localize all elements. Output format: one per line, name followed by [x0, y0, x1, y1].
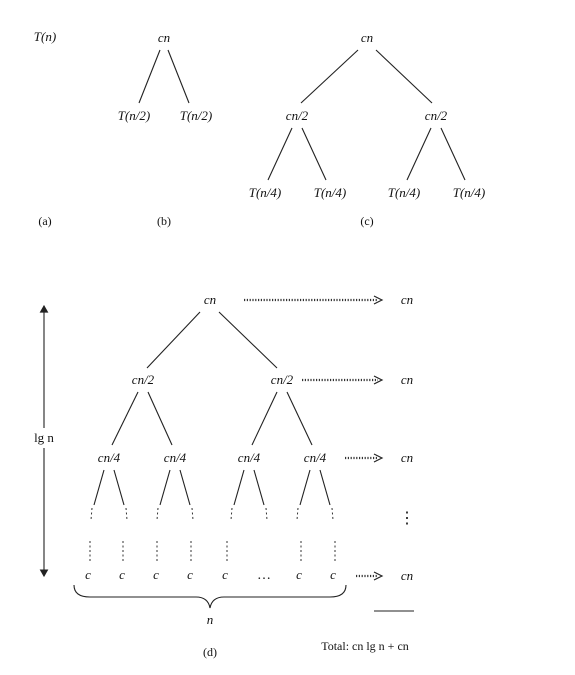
panel-d-level2: cn/4 — [304, 450, 327, 465]
continuation-dots — [191, 507, 194, 521]
continuation-dots — [265, 507, 268, 521]
panel-b-child-right: T(n/2) — [180, 108, 213, 123]
panel-d-caption: (d) — [203, 645, 217, 659]
panel-d-root: cn — [204, 292, 216, 307]
continuation-dots — [230, 507, 233, 521]
continuation-dots — [125, 507, 128, 521]
row-cost-vdots: ⋮ — [399, 510, 415, 527]
panel-c-edge — [375, 49, 433, 104]
panel-d-leaf: c — [222, 567, 228, 582]
panel-d-edge — [251, 391, 278, 446]
continuation-dots — [331, 507, 334, 521]
arrowhead-icon — [373, 295, 384, 305]
row-cost: cn — [401, 372, 413, 387]
panel-d-edge — [147, 391, 173, 446]
panel-d-leaf: c — [330, 567, 336, 582]
panel-d-leaf: c — [187, 567, 193, 582]
panel-c-leaf: T(n/4) — [314, 185, 347, 200]
panel-d-level2: cn/4 — [164, 450, 187, 465]
panel-d-leaf: c — [119, 567, 125, 582]
panel-d-leaf-ellipsis: … — [257, 568, 271, 583]
leaves-brace — [73, 584, 347, 609]
panel-c-leaf: T(n/4) — [249, 185, 282, 200]
arrowhead-icon — [373, 375, 384, 385]
panel-d-edge — [233, 469, 245, 506]
panel-d-level1-right: cn/2 — [271, 372, 294, 387]
panel-d-edge — [286, 391, 313, 446]
panel-d-leaf: c — [296, 567, 302, 582]
panel-d-level2: cn/4 — [98, 450, 121, 465]
panel-c-edge — [300, 49, 359, 104]
panel-d-edge — [159, 469, 171, 506]
panel-b-child-left: T(n/2) — [118, 108, 151, 123]
arrowhead-icon — [373, 571, 384, 581]
row-cost: cn — [401, 292, 413, 307]
panel-a-node: T(n) — [34, 29, 56, 44]
panel-d-edge — [319, 469, 331, 506]
panel-b: cn T(n/2) T(n/2) (b) — [118, 30, 213, 228]
panel-c-edge — [301, 127, 327, 181]
panel-c-caption: (c) — [360, 214, 373, 228]
panel-d-edge — [111, 391, 139, 446]
panel-c: cn cn/2 cn/2 T(n/4) T(n/4) T(n/4) T(n/4)… — [249, 30, 486, 228]
panel-d-level1-left: cn/2 — [132, 372, 155, 387]
continuation-dots — [156, 507, 159, 521]
panel-a-caption: (a) — [38, 214, 51, 228]
panel-c-level1-right: cn/2 — [425, 108, 448, 123]
panel-d-edge — [93, 469, 105, 506]
panel-d-level2: cn/4 — [238, 450, 261, 465]
panel-c-leaf: T(n/4) — [388, 185, 421, 200]
panel-d-leaf: c — [153, 567, 159, 582]
panel-a: T(n) (a) — [34, 29, 56, 228]
panel-c-level1-left: cn/2 — [286, 108, 309, 123]
panel-d: lg n cn cn/2 cn/2 cn/4 cn/4 cn/4 cn/4 — [26, 292, 415, 659]
continuation-dots — [296, 507, 299, 521]
width-label: n — [207, 612, 214, 627]
row-cost: cn — [401, 450, 413, 465]
panel-c-root: cn — [361, 30, 373, 45]
height-label: lg n — [34, 430, 54, 445]
panel-d-edge — [253, 469, 265, 506]
panel-d-leaf: c — [85, 567, 91, 582]
panel-d-edge — [299, 469, 311, 506]
panel-b-edge — [167, 49, 190, 104]
total-label: Total: cn lg n + cn — [321, 639, 409, 653]
panel-c-edge — [440, 127, 466, 181]
row-cost: cn — [401, 568, 413, 583]
panel-c-leaf: T(n/4) — [453, 185, 486, 200]
panel-d-edge — [146, 311, 201, 369]
panel-c-edge — [267, 127, 293, 181]
panel-b-root: cn — [158, 30, 170, 45]
arrowhead-icon — [373, 453, 384, 463]
height-label-mask — [26, 428, 62, 448]
panel-c-edge — [406, 127, 432, 181]
panel-b-caption: (b) — [157, 214, 171, 228]
panel-d-edge — [179, 469, 191, 506]
panel-d-edge — [113, 469, 125, 506]
continuation-dots — [90, 507, 93, 521]
panel-b-edge — [138, 49, 161, 104]
panel-d-edge — [218, 311, 278, 369]
